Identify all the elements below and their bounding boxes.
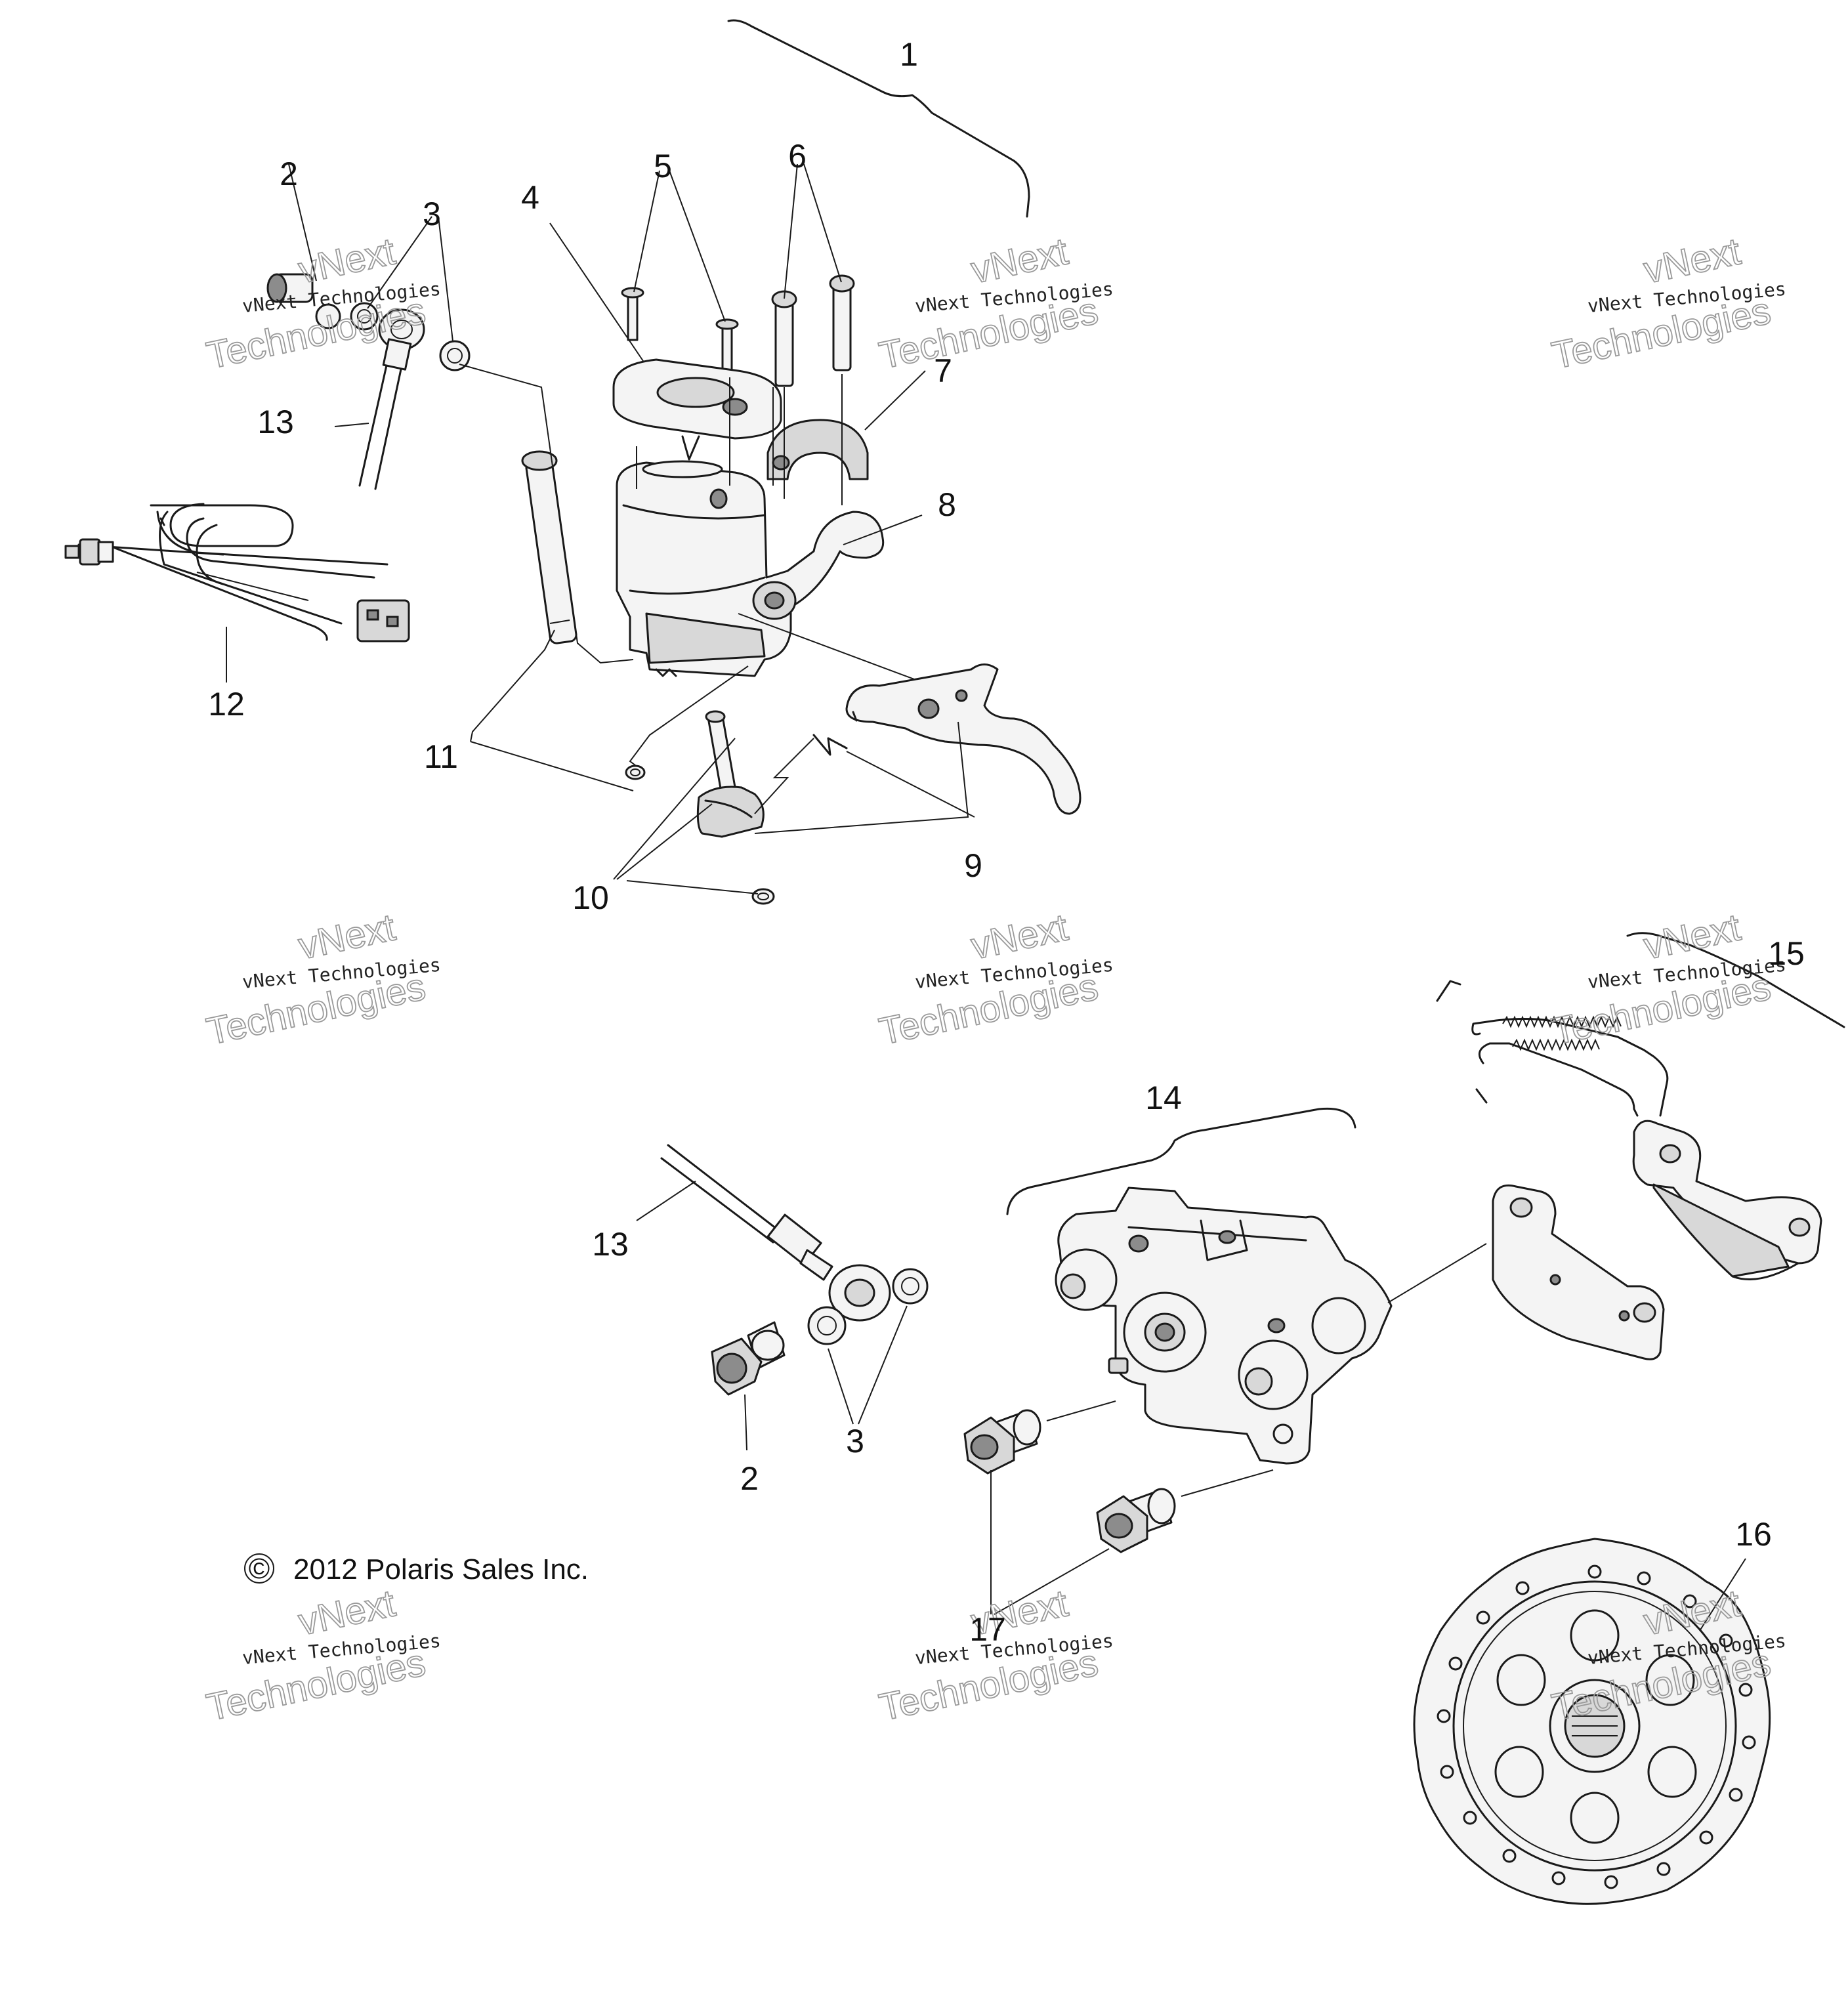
callout-13-top: 13 xyxy=(257,404,294,440)
watermark-3: vNext vNext Technologies Technologies xyxy=(1547,229,1787,377)
crush-washers-bottom xyxy=(807,1268,929,1345)
leader-17 xyxy=(990,1470,1110,1615)
callout-5: 5 xyxy=(654,148,672,184)
callout-15: 15 xyxy=(1768,935,1805,972)
switch-plunger xyxy=(625,710,775,905)
watermark-5: vNext vNext Technologies Technologies xyxy=(875,905,1114,1053)
callout-12: 12 xyxy=(208,686,245,723)
reservoir-cap xyxy=(612,358,782,461)
clamp-bolts xyxy=(771,274,855,387)
callout-10: 10 xyxy=(572,879,609,916)
callout-4: 4 xyxy=(521,179,539,216)
copyright-text: 2012 Polaris Sales Inc. xyxy=(293,1553,589,1586)
callout-17: 17 xyxy=(969,1611,1006,1648)
leader-14-pad xyxy=(1387,1243,1487,1303)
banjo-bolt-top xyxy=(266,273,341,329)
callout-labels: 1 2 3 4 5 6 7 8 9 10 11 12 13 13 14 15 1… xyxy=(208,36,1805,1648)
lever-spring-clip xyxy=(812,734,848,756)
brake-lever xyxy=(845,663,1082,815)
leader-16 xyxy=(1699,1558,1746,1631)
leader-3-bottom xyxy=(828,1305,908,1425)
leader-9 xyxy=(754,721,969,834)
assembly-bracket-14 xyxy=(1006,1107,1356,1215)
lever-pivot-pin xyxy=(521,450,578,644)
watermark-8: vNext vNext Technologies Technologies xyxy=(875,1581,1114,1729)
copyright-notice: © 2012 Polaris Sales Inc. xyxy=(244,1553,589,1586)
callout-11: 11 xyxy=(424,738,458,775)
callout-2-bottom: 2 xyxy=(740,1460,759,1497)
leader-10 xyxy=(613,738,759,894)
brake-switch-harness xyxy=(64,503,410,642)
pad-springs xyxy=(1436,980,1669,1117)
caliper-bolts xyxy=(963,1409,1176,1553)
assembly-bracket-1 xyxy=(727,19,1030,218)
brake-pads xyxy=(1492,1120,1822,1360)
brake-hose-top xyxy=(358,308,425,490)
callout-7: 7 xyxy=(934,352,952,389)
crush-washers-top xyxy=(350,302,471,371)
callout-2-top: 2 xyxy=(280,156,298,192)
watermark-group: vNext vNext Technologies Technologies vN… xyxy=(202,229,1787,1729)
callout-16: 16 xyxy=(1735,1516,1772,1553)
assembly-bracket-15 xyxy=(1626,932,1845,1028)
leader-9c xyxy=(754,738,814,814)
watermark-4: vNext vNext Technologies Technologies xyxy=(202,905,442,1053)
banjo-bolt-bottom xyxy=(711,1321,786,1396)
leader-2-bottom xyxy=(744,1394,747,1451)
master-cylinder-body xyxy=(616,460,885,677)
leader-17-dashes xyxy=(1046,1400,1274,1497)
reservoir-screws xyxy=(621,287,739,373)
watermark-6: vNext vNext Technologies Technologies xyxy=(1547,905,1787,1053)
leader-13-bottom xyxy=(636,1181,696,1221)
leader-9b xyxy=(846,751,975,818)
watermark-7: vNext vNext Technologies Technologies xyxy=(202,1581,442,1729)
copyright-symbol: © xyxy=(249,1553,270,1585)
callout-13-bottom: 13 xyxy=(592,1226,629,1263)
brake-caliper xyxy=(1055,1186,1393,1465)
brake-hose-bottom xyxy=(660,1144,891,1322)
callout-8: 8 xyxy=(938,486,956,523)
callout-9: 9 xyxy=(964,847,982,884)
callout-6: 6 xyxy=(788,138,807,175)
watermark-2: vNext vNext Technologies Technologies xyxy=(875,229,1114,377)
callout-3-top: 3 xyxy=(423,196,441,232)
brake-rotor xyxy=(1413,1538,1771,1905)
handlebar-clamp xyxy=(766,419,869,480)
callout-3-bottom: 3 xyxy=(846,1423,864,1460)
callout-1: 1 xyxy=(900,36,918,73)
callout-14: 14 xyxy=(1145,1080,1182,1116)
